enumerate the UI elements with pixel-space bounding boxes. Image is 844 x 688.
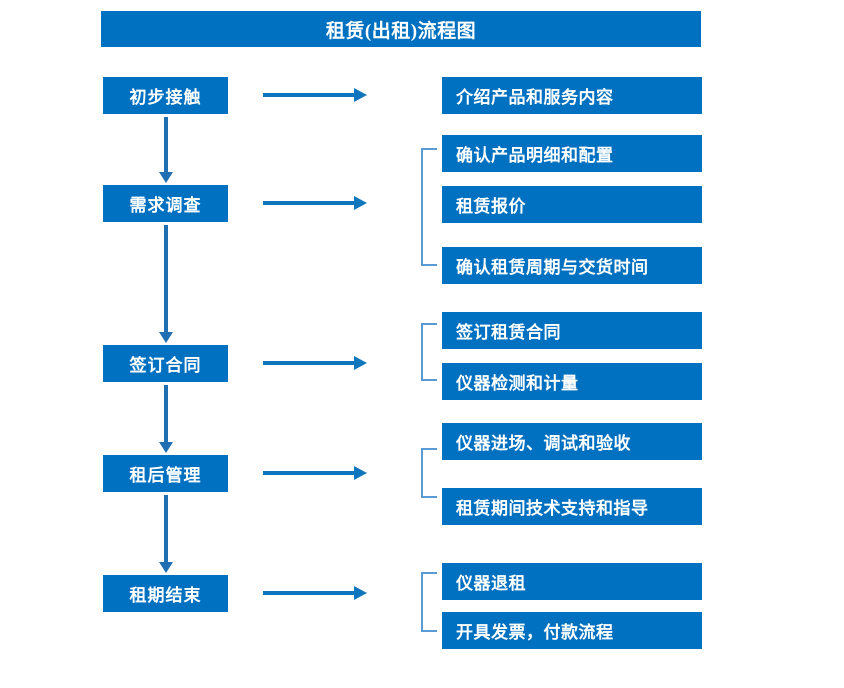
- arrow-shaft: [263, 93, 355, 97]
- vertical-arrow-2-3: [159, 225, 173, 343]
- group-bracket-2: [421, 148, 437, 266]
- stage-box-2[interactable]: 需求调查: [103, 185, 228, 222]
- horizontal-arrow-5: [263, 586, 367, 600]
- detail-box-1[interactable]: 介绍产品和服务内容: [442, 77, 702, 114]
- vertical-arrow-4-5: [159, 495, 173, 573]
- arrow-shaft: [164, 225, 168, 332]
- stage-box-1[interactable]: 初步接触: [103, 77, 228, 114]
- horizontal-arrow-2: [263, 196, 367, 210]
- arrow-head: [354, 356, 367, 370]
- horizontal-arrow-4: [263, 466, 367, 480]
- detail-box-9[interactable]: 仪器退租: [442, 563, 702, 600]
- group-bracket-4: [421, 448, 437, 498]
- arrow-head: [354, 88, 367, 102]
- arrow-shaft: [263, 471, 355, 475]
- detail-box-2[interactable]: 确认产品明细和配置: [442, 135, 702, 172]
- arrow-shaft: [263, 591, 355, 595]
- detail-box-3[interactable]: 租赁报价: [442, 186, 702, 223]
- chart-title: 租赁(出租)流程图: [101, 11, 701, 47]
- vertical-arrow-3-4: [159, 385, 173, 453]
- arrow-shaft: [263, 361, 355, 365]
- detail-box-10[interactable]: 开具发票，付款流程: [442, 612, 702, 649]
- arrow-shaft: [164, 495, 168, 562]
- arrow-head: [159, 442, 173, 453]
- detail-box-6[interactable]: 仪器检测和计量: [442, 363, 702, 400]
- arrow-head: [354, 586, 367, 600]
- arrow-head: [159, 562, 173, 573]
- detail-box-8[interactable]: 租赁期间技术支持和指导: [442, 488, 702, 525]
- arrow-head: [159, 172, 173, 183]
- stage-box-4[interactable]: 租后管理: [103, 455, 228, 492]
- arrow-shaft: [164, 385, 168, 442]
- detail-box-4[interactable]: 确认租赁周期与交货时间: [442, 247, 702, 284]
- horizontal-arrow-3: [263, 356, 367, 370]
- stage-box-3[interactable]: 签订合同: [103, 345, 228, 382]
- group-bracket-5: [421, 572, 437, 632]
- vertical-arrow-1-2: [159, 117, 173, 183]
- arrow-head: [354, 196, 367, 210]
- detail-box-7[interactable]: 仪器进场、调试和验收: [442, 423, 702, 460]
- arrow-shaft: [263, 201, 355, 205]
- detail-box-5[interactable]: 签订租赁合同: [442, 312, 702, 349]
- arrow-head: [159, 332, 173, 343]
- arrow-head: [354, 466, 367, 480]
- arrow-shaft: [164, 117, 168, 172]
- group-bracket-3: [421, 323, 437, 381]
- horizontal-arrow-1: [263, 88, 367, 102]
- stage-box-5[interactable]: 租期结束: [103, 575, 228, 612]
